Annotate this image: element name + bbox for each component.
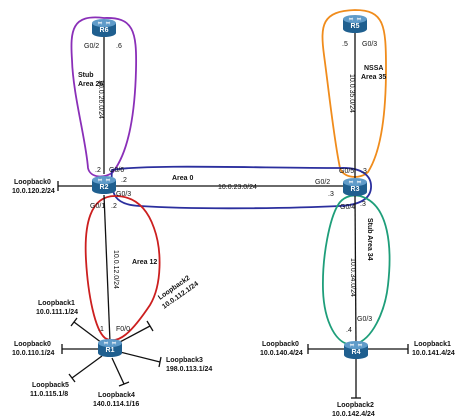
r3-r5-interface-label: G0/5 [339, 168, 354, 175]
r4-lo0-ip: 10.0.140.4/24 [260, 350, 303, 357]
r4-interface-label: G0/3 [357, 316, 372, 323]
r4-lo0-name: Loopback0 [262, 341, 299, 348]
r1-lo1-ip: 10.0.111.1/24 [36, 309, 78, 316]
router-r3[interactable]: R3 [343, 178, 367, 196]
router-arrows-icon [348, 180, 362, 184]
router-r5[interactable]: R5 [343, 15, 367, 33]
area12-outline [84, 195, 161, 342]
r2-lo0-name: Loopback0 [14, 179, 51, 186]
r6-host-label: .6 [116, 43, 122, 50]
r3-r2-host-label: .3 [328, 191, 334, 198]
router-r6-name: R6 [100, 27, 109, 34]
router-r2-name: R2 [100, 184, 109, 191]
r2-r3-interface-label: G0/3 [116, 191, 131, 198]
area34-label: Stub Area 34 [366, 218, 373, 261]
area26-label-line1: Stub [78, 72, 94, 79]
r5-interface-label: G0/3 [362, 41, 377, 48]
area35-label-line2: Area 35 [361, 74, 386, 81]
r1-lo4-ip: 140.0.114.1/16 [93, 401, 139, 408]
r5-host-label: .5 [342, 41, 348, 48]
area12-label: Area 12 [132, 259, 157, 266]
r1-lo5-name: Loopback5 [32, 382, 69, 389]
router-r5-name: R5 [351, 23, 360, 30]
r4-lo2-name: Loopback2 [337, 402, 374, 409]
area0-label: Area 0 [172, 175, 194, 182]
r2-r1-host-label: .2 [111, 203, 117, 210]
area35-label-line1: NSSA [364, 65, 383, 72]
router-r4[interactable]: R4 [344, 341, 368, 359]
r2-r1-interface-label: G0/1 [90, 203, 105, 210]
r1-lo3-ip: 198.0.113.1/24 [166, 366, 212, 373]
router-r3-name: R3 [351, 186, 360, 193]
r2-r3-subnet-label: 10.0.23.0/24 [218, 184, 257, 191]
stub-r1-lo2-cap [146, 320, 154, 332]
r1-interface-label: F0/0 [116, 326, 130, 333]
r1-lo0-ip: 10.0.110.1/24 [12, 350, 55, 357]
r6-interface-label: G0/2 [84, 43, 99, 50]
r1-host-label: .1 [98, 326, 104, 333]
r1-lo4-name: Loopback4 [98, 392, 135, 399]
r1-lo5-ip: 11.0.115.1/8 [30, 391, 68, 398]
r2-r6-host-label: .2 [95, 167, 101, 174]
r2-r3-host-label: .2 [121, 177, 127, 184]
stub-r1-lo4 [111, 357, 125, 385]
r4-lo1-ip: 10.0.141.4/24 [412, 350, 455, 357]
r3-r4-interface-label: G0/4 [340, 204, 355, 211]
router-arrows-icon [97, 178, 111, 182]
router-r1-name: R1 [106, 347, 115, 354]
area26-label-line2: Area 26 [78, 81, 103, 88]
router-r1[interactable]: R1 [98, 339, 122, 357]
loopback-stubs [57, 181, 409, 399]
r4-lo1-name: Loopback1 [414, 341, 451, 348]
r3-r4-host-label: .3 [360, 201, 366, 208]
area34-outline [322, 194, 391, 346]
stub-r1-lo3-cap [158, 356, 162, 368]
stub-r1-lo5-cap [68, 373, 76, 383]
router-r2[interactable]: R2 [92, 176, 116, 194]
r2-r1-subnet-label: 10.0.12.0/24 [112, 250, 119, 289]
router-arrows-icon [349, 343, 363, 347]
router-r4-name: R4 [352, 349, 361, 356]
r1-lo1-name: Loopback1 [38, 300, 75, 307]
stub-r1-lo1-cap [70, 317, 78, 327]
stub-r1-lo1 [73, 321, 103, 344]
router-arrows-icon [348, 17, 362, 21]
router-arrows-icon [97, 21, 111, 25]
r2-lo0-ip: 10.0.120.2/24 [12, 188, 55, 195]
r3-r5-host-label: .3 [361, 168, 367, 175]
r1-lo0-name: Loopback0 [14, 341, 51, 348]
r3-r4-subnet-label: 10.0.34.0/24 [349, 258, 356, 297]
r4-host-label: .4 [346, 327, 352, 334]
r3-r2-interface-label: G0/2 [315, 179, 330, 186]
stub-r1-lo2 [117, 325, 151, 344]
stub-r1-lo4-cap [118, 381, 130, 387]
area35-outline [321, 9, 387, 178]
link-r2-r1[interactable] [103, 194, 111, 343]
r4-lo2-ip: 10.0.142.4/24 [332, 411, 375, 418]
router-r6[interactable]: R6 [92, 19, 116, 37]
r2-r6-subnet-label: 10.0.26.0/24 [97, 80, 104, 119]
r1-lo3-name: Loopback3 [166, 357, 203, 364]
router-arrows-icon [103, 341, 117, 345]
stub-r1-lo3 [119, 351, 161, 363]
r3-r5-subnet-label: 10.0.35.0/24 [348, 74, 355, 113]
links [103, 28, 357, 347]
r2-r6-interface-label: G0/6 [109, 167, 124, 174]
stub-r1-lo5 [71, 355, 103, 379]
link-r3-r4[interactable] [354, 195, 357, 347]
